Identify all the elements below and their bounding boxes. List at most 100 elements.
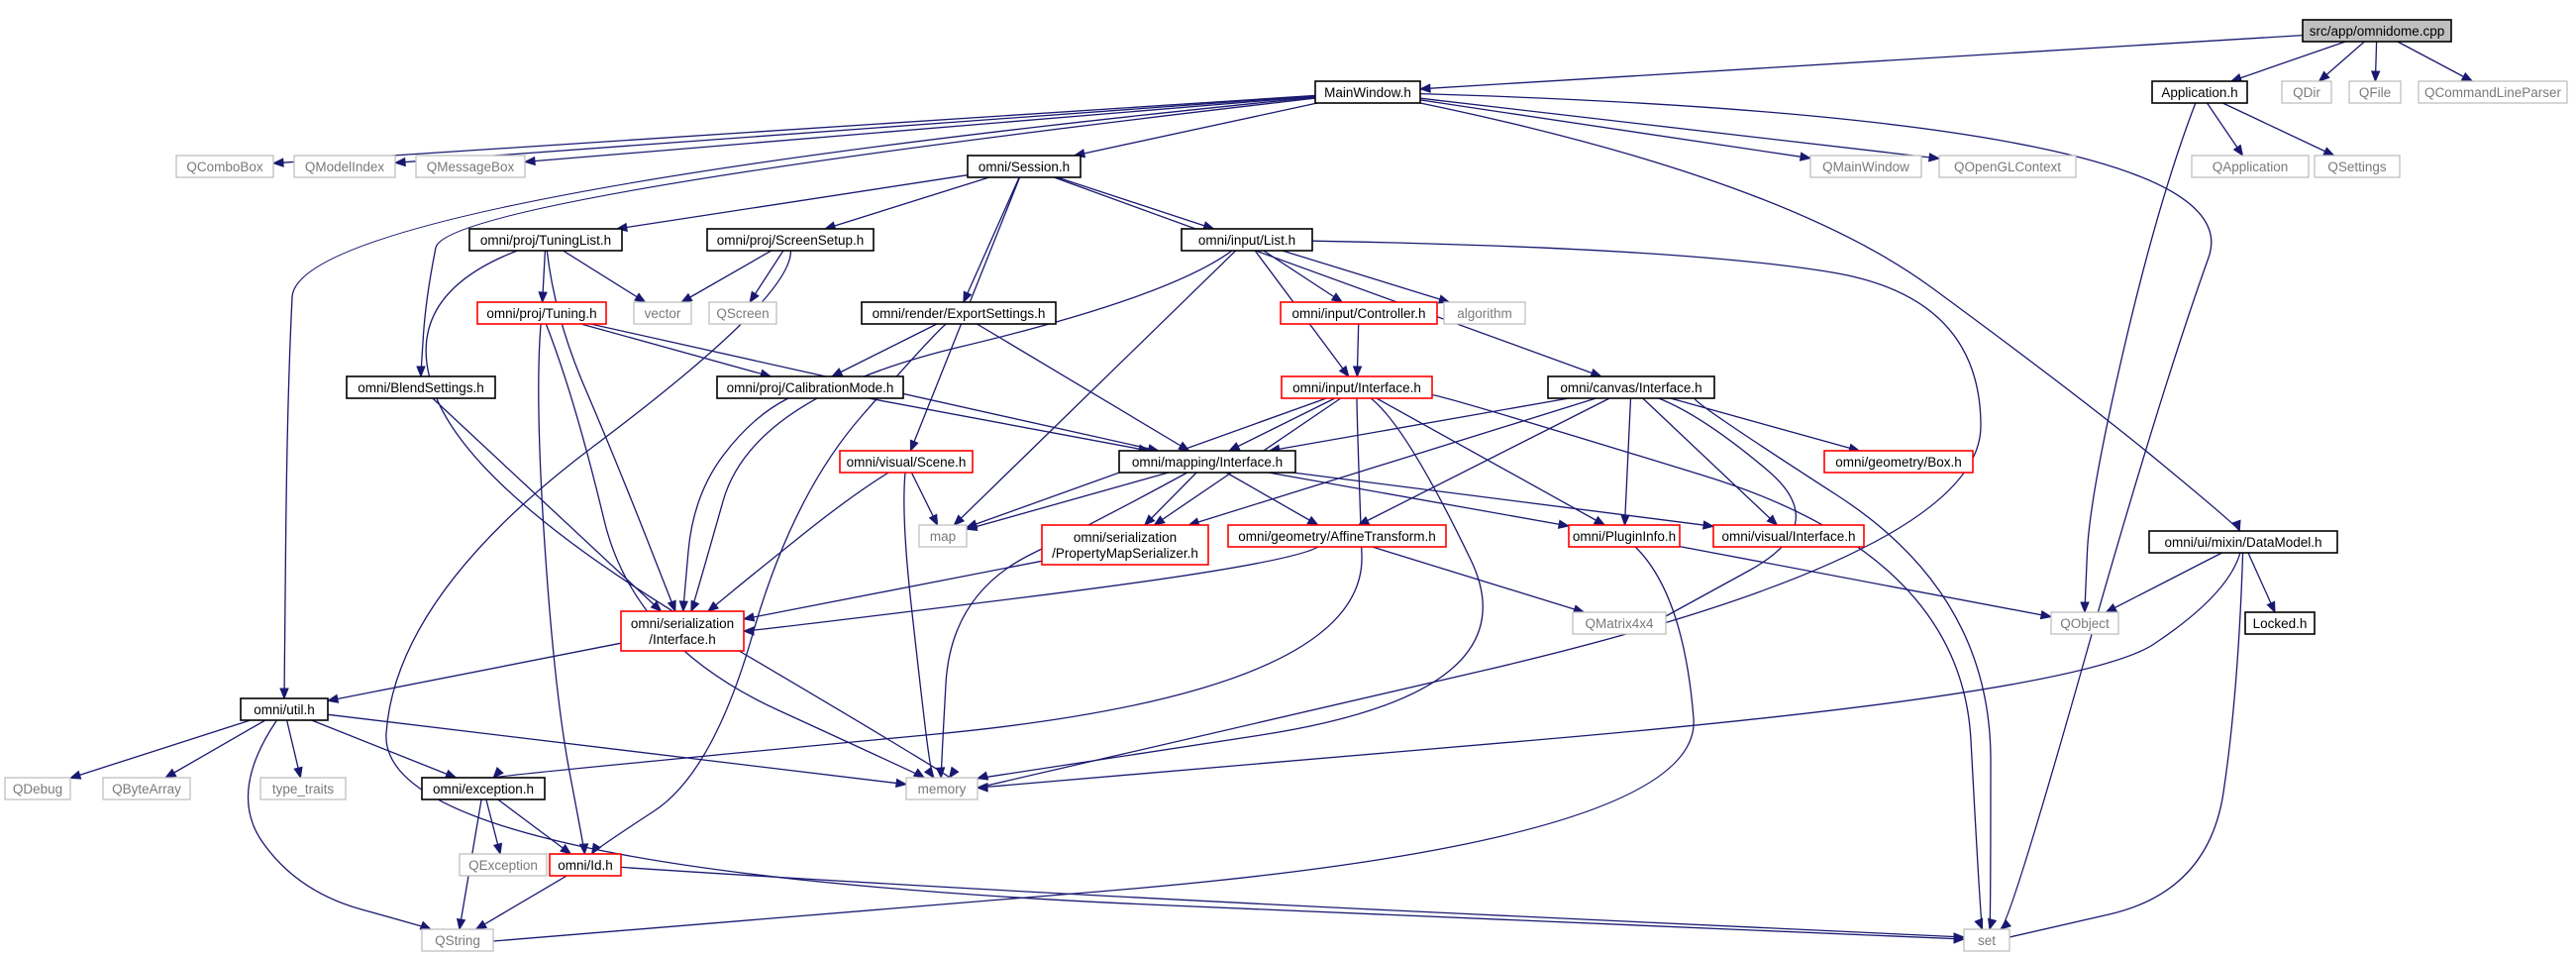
edge-inputlist-algorithm (1282, 250, 1450, 303)
node-visualscene[interactable]: omni/visual/Scene.h (839, 450, 974, 474)
node-label: memory (918, 782, 967, 797)
node-plugininfo[interactable]: omni/PluginInfo.h (1568, 524, 1681, 548)
edge-mainwindow-qmodelindex (394, 95, 1316, 163)
node-inputlist[interactable]: omni/input/List.h (1181, 228, 1313, 252)
node-qmodelindex: QModelIndex (293, 155, 396, 178)
node-label: QFile (2359, 85, 2391, 100)
node-geometrybox[interactable]: omni/geometry/Box.h (1823, 450, 1974, 474)
node-label: vector (645, 306, 681, 321)
node-inputinterface[interactable]: omni/input/Interface.h (1281, 375, 1433, 399)
arrowhead-visualscene-map (928, 513, 939, 527)
arrowhead-application-qsettings (2322, 147, 2335, 157)
node-label: omni/proj/ScreenSetup.h (717, 233, 865, 248)
node-label: QMessageBox (427, 159, 515, 174)
edge-mainwindow-qcombobox (272, 94, 1316, 164)
arrowhead-canvasinterface-set (1988, 917, 1998, 931)
edge-exportsettings-calibrationmode (831, 323, 938, 377)
node-label: QOpenGLContext (1954, 159, 2061, 174)
node-screensetup[interactable]: omni/proj/ScreenSetup.h (706, 228, 875, 252)
node-datamodel[interactable]: omni/ui/mixin/DataModel.h (2148, 530, 2338, 554)
edge-tuning-calibrationmode (580, 323, 772, 377)
edge-mainwindow-datamodel (1419, 102, 2240, 532)
edge-canvasinterface-visualinterface (1642, 397, 1778, 526)
node-box (2148, 530, 2338, 554)
node-label: /PropertyMapSerializer.h (1052, 546, 1198, 561)
edge-screensetup-set (385, 250, 1965, 940)
node-session[interactable]: omni/Session.h (967, 155, 1082, 178)
node-box (2244, 611, 2316, 635)
node-qmatrix4x4: QMatrix4x4 (1572, 611, 1667, 635)
node-visualinterface[interactable]: omni/visual/Interface.h (1712, 524, 1865, 548)
node-tuning[interactable]: omni/proj/Tuning.h (476, 301, 607, 325)
arrowhead-tuninglist-memory (948, 766, 960, 780)
arrowhead-exportsettings-calibrationmode (830, 368, 844, 377)
arrowhead-util-qdebug (68, 770, 82, 780)
node-affinetransform[interactable]: omni/geometry/AffineTransform.h (1227, 524, 1447, 548)
arrowhead-inputlist-controller (1330, 292, 1344, 303)
edge-datamodel-locked (2247, 552, 2276, 613)
edge-calibrationmode-serializationinterface (682, 397, 789, 612)
arrowhead-canvasinterface-plugininfo (1620, 514, 1630, 527)
node-box (549, 853, 622, 877)
node-omniid[interactable]: omni/Id.h (549, 853, 622, 877)
edge-util-qdebug (69, 719, 251, 780)
node-label: src/app/omnidome.cpp (2310, 24, 2445, 39)
node-exception[interactable]: omni/exception.h (421, 777, 546, 800)
node-typetraits: type_traits (259, 777, 347, 800)
node-label: omni/proj/TuningList.h (480, 233, 611, 248)
node-util[interactable]: omni/util.h (240, 697, 329, 721)
node-box (1281, 375, 1433, 399)
arrowhead-mainwindow-qcombobox (271, 158, 284, 167)
node-box (1712, 524, 1865, 548)
node-box (2348, 80, 2402, 104)
edge-plugininfo-qobject (1679, 545, 2052, 618)
arrowhead-propertymapserializer-serializationinterface (742, 612, 756, 622)
edge-session-tuninglist (616, 174, 969, 230)
edge-mainwindow-qmessagebox (524, 95, 1316, 163)
arrowhead-mappinginterface-propertymapserializer (1143, 514, 1156, 526)
arrowhead-mainwindow-blendsettings (416, 366, 426, 378)
edge-canvasinterface-mappinginterface (1269, 397, 1570, 452)
node-label: QException (468, 858, 538, 873)
node-label: Application.h (2161, 85, 2237, 100)
arrowhead-datamodel-memory (976, 783, 988, 793)
arrowhead-util-qbytearray (163, 768, 177, 779)
edge-mainwindow-qopenglcontext (1419, 97, 1940, 159)
node-locked[interactable]: Locked.h (2244, 611, 2316, 635)
node-qfile: QFile (2348, 80, 2402, 104)
arrowhead-session-exportsettings (963, 290, 973, 304)
node-serializationinterface[interactable]: omni/serialization/Interface.h (620, 610, 745, 652)
edge-exception-omniid (497, 798, 571, 855)
edge-calibrationmode-mappinginterface (868, 397, 1150, 452)
arrowhead-mappinginterface-memory (935, 767, 946, 780)
node-box (1314, 80, 1421, 104)
node-mainwindow[interactable]: MainWindow.h (1314, 80, 1421, 104)
node-qscreen: QScreen (708, 301, 777, 325)
node-qdebug: QDebug (4, 777, 71, 800)
arrowhead-session-visualscene (909, 439, 919, 453)
node-canvasinterface[interactable]: omni/canvas/Interface.h (1547, 375, 1715, 399)
node-box (1938, 155, 2077, 178)
node-propertymapserializer[interactable]: omni/serialization/PropertyMapSerializer… (1041, 524, 1209, 566)
node-box (1227, 524, 1447, 548)
node-controller[interactable]: omni/input/Controller.h (1280, 301, 1438, 325)
node-tuninglist[interactable]: omni/proj/TuningList.h (468, 228, 623, 252)
node-calibrationmode[interactable]: omni/proj/CalibrationMode.h (716, 375, 904, 399)
edge-plugininfo-qstring (492, 546, 1695, 942)
node-root[interactable]: src/app/omnidome.cpp (2302, 19, 2452, 43)
node-blendsettings[interactable]: omni/BlendSettings.h (346, 375, 496, 399)
arrowhead-mainwindow-qopenglcontext (1928, 153, 1941, 162)
arrowhead-inputlist-serializationinterface (690, 599, 700, 613)
edge-root-mainwindow (1419, 34, 2304, 90)
arrowhead-inputinterface-memory (976, 771, 989, 781)
node-exportsettings[interactable]: omni/render/ExportSettings.h (861, 301, 1057, 325)
edge-inputinterface-mappinginterface (1228, 397, 1336, 452)
node-box (175, 155, 274, 178)
node-qexception: QException (459, 853, 548, 877)
arrowhead-exception-omniid (560, 843, 572, 855)
edge-mainwindow-blendsettings (420, 97, 1316, 377)
node-application[interactable]: Application.h (2151, 80, 2248, 104)
node-label: omni/geometry/Box.h (1835, 455, 1962, 470)
node-mappinginterface[interactable]: omni/mapping/Interface.h (1118, 450, 1296, 474)
node-box (861, 301, 1057, 325)
